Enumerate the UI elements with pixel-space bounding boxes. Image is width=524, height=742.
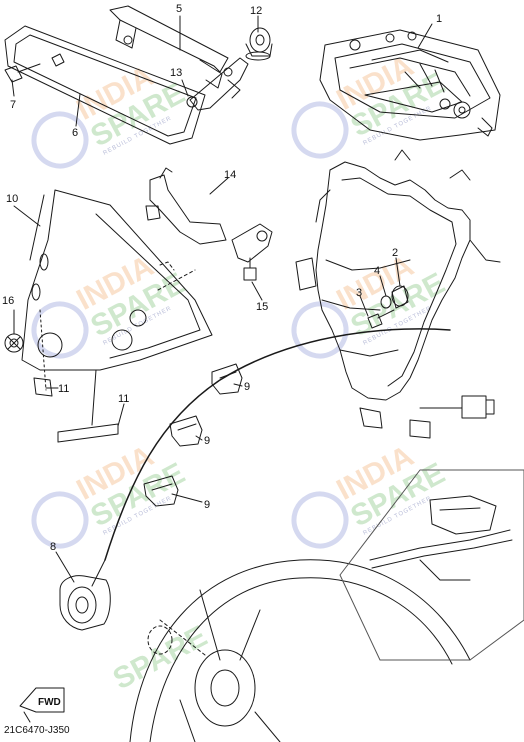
callout-7: 7 xyxy=(10,99,16,111)
cable-clamp-9-b xyxy=(169,415,203,447)
watermark-text-2: SPARE xyxy=(108,620,213,697)
watermark-5: INDIA SPARE REBUILD TOGETHER xyxy=(31,439,190,549)
license-plate xyxy=(4,25,206,145)
wiring-inset xyxy=(339,469,524,661)
cable-clamp-9-a xyxy=(211,363,243,395)
callout-8: 8 xyxy=(50,541,56,553)
fwd-arrow-icon xyxy=(19,687,65,723)
meter-assembly xyxy=(319,29,501,141)
grommet-12 xyxy=(245,27,273,61)
callout-4: 4 xyxy=(374,265,380,277)
stay-bracket-14 xyxy=(145,167,227,245)
bolt-7 xyxy=(4,63,41,83)
license-bracket xyxy=(109,5,229,89)
callout-9-b: 9 xyxy=(204,435,210,447)
bracket-15 xyxy=(231,223,273,281)
callout-1: 1 xyxy=(436,13,442,25)
watermark-4: INDIA SPARE REBUILD TOGETHER xyxy=(291,249,450,359)
cable-clamp-9-c xyxy=(143,475,179,507)
watermark-7: SPARE xyxy=(108,620,213,697)
callout-2: 2 xyxy=(392,247,398,259)
windscreen xyxy=(21,189,213,426)
fwd-label: FWD xyxy=(38,697,61,708)
callout-15: 15 xyxy=(256,301,268,313)
speedometer-cable xyxy=(59,328,451,631)
bolt-3 xyxy=(367,309,395,329)
watermark-2: INDIA SPARE REBUILD TOGETHER xyxy=(291,49,450,159)
front-wheel xyxy=(129,559,471,742)
callout-3: 3 xyxy=(356,287,362,299)
callout-9-a: 9 xyxy=(244,381,250,393)
callout-9-c: 9 xyxy=(204,499,210,511)
callout-6: 6 xyxy=(72,127,78,139)
callout-12: 12 xyxy=(250,5,262,17)
callout-14: 14 xyxy=(224,169,236,181)
tape-strip-11 xyxy=(33,377,119,443)
bracket-13 xyxy=(186,57,249,111)
callout-11-b: 11 xyxy=(118,393,129,405)
grommet-16 xyxy=(4,333,24,353)
diagram-code: 21C6470-J350 xyxy=(4,725,70,736)
headlight-stay-frame xyxy=(295,149,501,439)
callout-5: 5 xyxy=(176,3,182,15)
callout-13: 13 xyxy=(170,67,182,79)
watermark-6: INDIA SPARE REBUILD TOGETHER xyxy=(291,439,450,549)
connector xyxy=(419,395,495,419)
callout-16: 16 xyxy=(2,295,14,307)
leader-lines xyxy=(11,15,433,583)
watermark-1: INDIA SPARE REBUILD TOGETHER xyxy=(31,59,190,169)
callout-11-a: 11 xyxy=(58,383,69,395)
callouts: 1 2 3 4 5 6 7 8 9 9 9 10 11 11 12 13 14 … xyxy=(2,3,442,708)
watermark-layer: INDIA SPARE REBUILD TOGETHER INDIA SPARE… xyxy=(31,49,450,697)
callout-10: 10 xyxy=(6,193,18,205)
